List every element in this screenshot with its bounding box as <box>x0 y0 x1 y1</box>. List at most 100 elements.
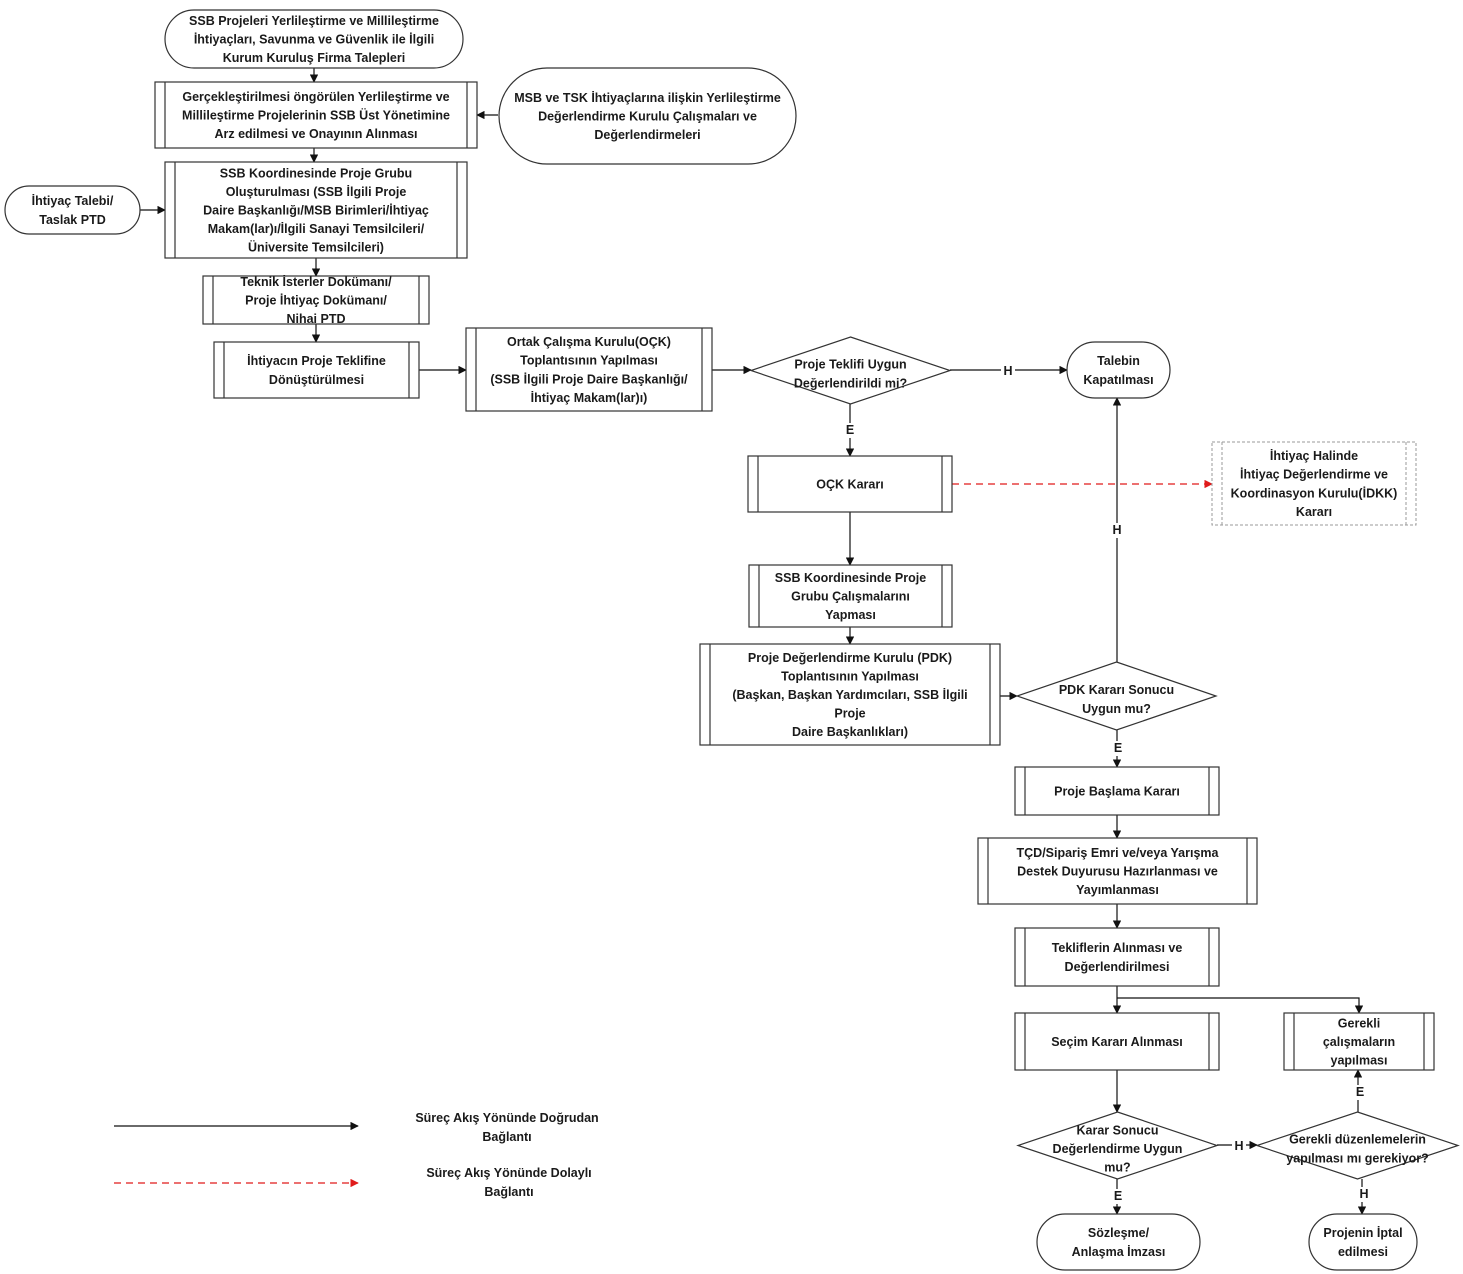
node-text-line: Daire Başkanlığı/MSB Birimleri/İhtiyaç <box>203 203 429 218</box>
predefined-process-shape <box>465 327 713 412</box>
node-text-line: Oluşturulması (SSB İlgili Proje <box>226 184 407 199</box>
no-branch-label: H <box>1112 523 1121 537</box>
node-text-line: Ortak Çalışma Kurulu(OÇK) <box>507 335 671 349</box>
flow-node-n11: OÇK Kararı <box>747 455 953 513</box>
node-text-line: Toplantısının Yapılması <box>520 354 658 368</box>
flow-node-n6: Teknik İsterler Dokümanı/Proje İhtiyaç D… <box>202 274 430 326</box>
terminator-shape <box>1036 1213 1201 1271</box>
terminator-shape <box>4 185 141 235</box>
node-text-line: Proje Değerlendirme Kurulu (PDK) <box>748 651 952 665</box>
no-branch-label: H <box>1234 1139 1243 1153</box>
legend-indirect-text: Süreç Akış Yönünde Dolaylı <box>426 1166 591 1180</box>
node-text-line: İhtiyaç Halinde <box>1270 448 1358 463</box>
flow-node-n5: İhtiyaç Talebi/Taslak PTD <box>4 185 141 235</box>
terminator-shape <box>1066 341 1171 399</box>
node-text-line: Talebin <box>1097 354 1140 368</box>
yes-branch-label: E <box>1114 741 1122 755</box>
node-text-line: Makam(lar)ı/İlgili Sanayi Temsilcileri/ <box>208 221 425 236</box>
node-text-line: Arz edilmesi ve Onayının Alınması <box>214 127 417 141</box>
yes-branch-label: E <box>1114 1189 1122 1203</box>
predefined-process-shape <box>1014 1012 1220 1071</box>
label-background <box>843 423 857 438</box>
node-text-line: Uygun mu? <box>1082 702 1151 716</box>
node-text-line: Değerlendirilmesi <box>1065 960 1170 974</box>
node-text-line: Yayımlanması <box>1076 883 1159 897</box>
label-background <box>1111 1189 1125 1204</box>
predefined-process-shape <box>1014 927 1220 987</box>
node-text-line: Toplantısının Yapılması <box>781 669 919 683</box>
node-text-line: (SSB İlgili Proje Daire Başkanlığı/ <box>490 371 688 386</box>
node-text-line: SSB Koordinesinde Proje <box>775 571 926 585</box>
node-text-line: Yapması <box>825 608 876 622</box>
node-text-line: Taslak PTD <box>39 213 105 227</box>
node-text-line: Grubu Çalışmalarını <box>791 590 910 604</box>
decision-diamond <box>1255 1111 1460 1180</box>
optional-process-shape <box>1211 441 1417 526</box>
node-text-line: Daire Başkanlıkları) <box>792 725 908 739</box>
decision-diamond <box>749 336 952 405</box>
yes-branch-label: E <box>1356 1085 1364 1099</box>
node-text-line: Anlaşma İmzası <box>1072 1244 1166 1259</box>
node-text-line: Kararı <box>1296 505 1332 519</box>
flow-node-n19: Seçim Kararı Alınması <box>1014 1012 1220 1071</box>
label-background <box>1111 741 1125 756</box>
yes-branch-label: E <box>846 423 854 437</box>
node-text-line: İhtiyacın Proje Teklifine <box>247 353 386 368</box>
node-text-line: İhtiyaç Değerlendirme ve <box>1240 467 1388 482</box>
predefined-process-shape <box>154 81 478 149</box>
node-text-line: SSB Projeleri Yerlileştirme ve Millileşt… <box>189 14 439 28</box>
node-text-line: Değerlendirildi mi? <box>794 376 907 390</box>
predefined-process-shape <box>699 643 1001 746</box>
node-text-line: İhtiyaç Talebi/ <box>32 193 114 208</box>
node-text-line: Tekliflerin Alınması ve <box>1052 941 1183 955</box>
node-text-line: Seçim Kararı Alınması <box>1051 1035 1183 1049</box>
flow-arrow <box>1117 997 1364 1014</box>
node-text-line: Teknik İsterler Dokümanı/ <box>240 274 392 289</box>
predefined-process-shape <box>202 275 430 325</box>
flow-node-n14: Proje Değerlendirme Kurulu (PDK) Toplantı… <box>699 643 1001 746</box>
node-text-line: Destek Duyurusu Hazırlanması ve <box>1017 865 1218 879</box>
node-text-line: Üniversite Temsilcileri) <box>248 240 384 255</box>
flow-node-n2: Gerçekleştirilmesi öngörülen Yerlileştir… <box>154 81 478 149</box>
label-background <box>1353 1085 1367 1100</box>
predefined-process-shape <box>748 564 953 628</box>
predefined-process-shape <box>1014 766 1220 816</box>
terminator-shape <box>1308 1213 1418 1271</box>
label-background <box>1232 1139 1246 1154</box>
node-text-line: Sözleşme/ <box>1088 1226 1150 1240</box>
predefined-process-shape <box>977 837 1258 905</box>
node-text-line: Karar Sonucu <box>1077 1123 1159 1137</box>
node-text-line: SSB Koordinesinde Proje Grubu <box>220 166 412 180</box>
node-text-line: Dönüştürülmesi <box>269 373 364 387</box>
node-text-line: Değerlendirme Kurulu Çalışmaları ve <box>538 110 757 124</box>
node-text-line: Gerekli düzenlemelerin <box>1289 1133 1426 1147</box>
no-branch-label: H <box>1003 364 1012 378</box>
predefined-process-shape <box>164 161 468 259</box>
node-text-line: (Başkan, Başkan Yardımcıları, SSB İlgili <box>732 687 967 702</box>
node-text-line: Nihai PTD <box>286 312 345 326</box>
predefined-process-shape <box>1283 1012 1435 1071</box>
node-text-line: yapılması <box>1331 1054 1388 1068</box>
terminator-shape <box>164 9 464 69</box>
flow-node-n4: SSB Koordinesinde Proje GrubuOluşturulma… <box>164 161 468 259</box>
flow-node-n1: SSB Projeleri Yerlileştirme ve Millileşt… <box>164 9 464 69</box>
legend-direct-text: Süreç Akış Yönünde Doğrudan <box>415 1111 598 1125</box>
node-text-line: Projenin İptal <box>1323 1225 1402 1240</box>
predefined-process-shape <box>213 341 420 399</box>
flow-node-n8: Ortak Çalışma Kurulu(OÇK) Toplantısının Y… <box>465 327 713 412</box>
node-text-line: Proje <box>834 707 865 721</box>
node-text-line: çalışmaların <box>1323 1035 1395 1049</box>
node-text-line: Kapatılması <box>1083 373 1153 387</box>
flow-node-n16: Proje Başlama Kararı <box>1014 766 1220 816</box>
node-text-line: Proje Başlama Kararı <box>1054 785 1180 799</box>
node-text-line: Değerlendirme Uygun <box>1053 1142 1183 1156</box>
